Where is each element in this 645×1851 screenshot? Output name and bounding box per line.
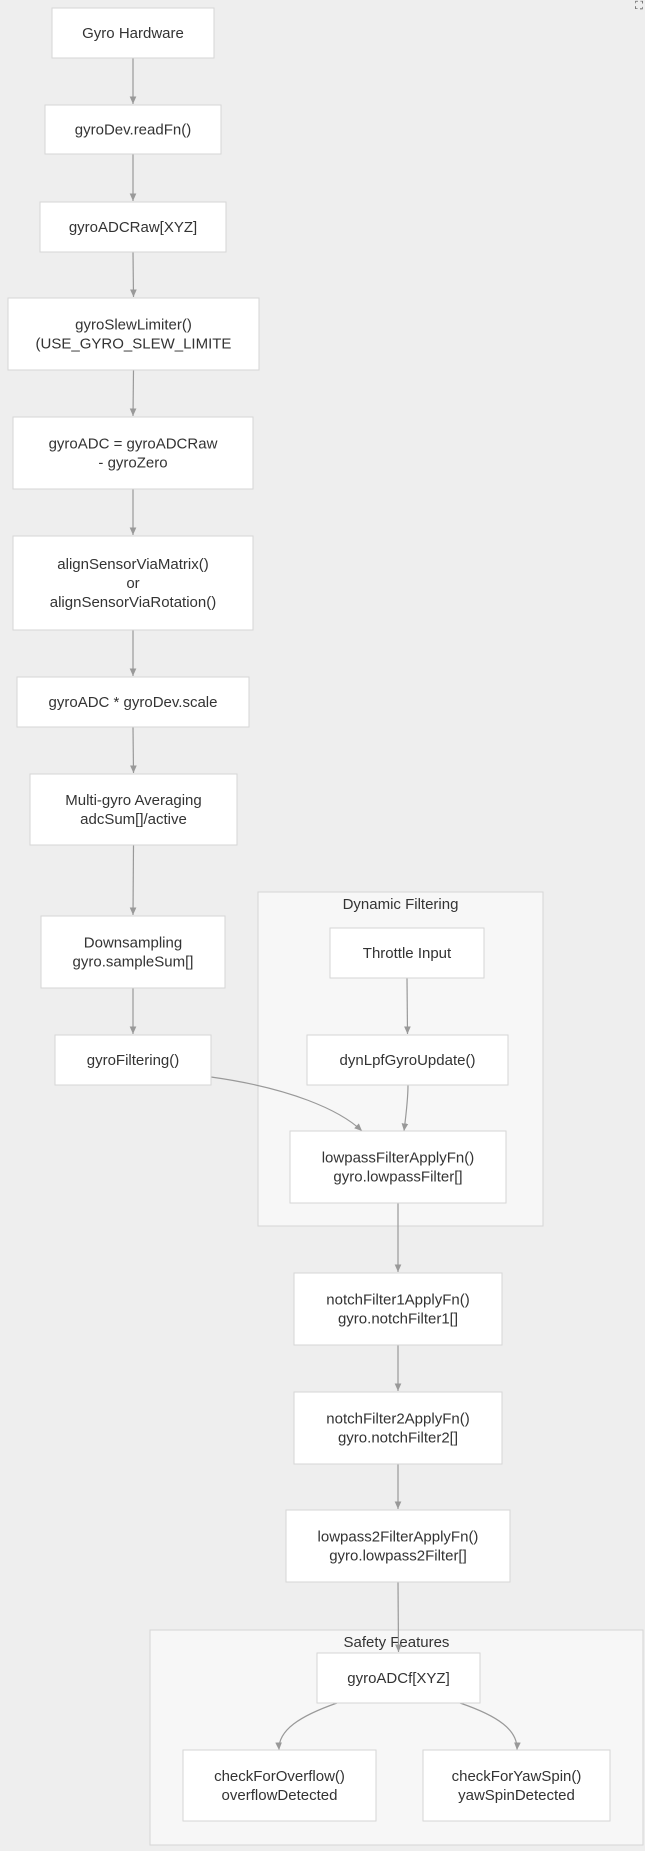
node-slew-limiter-label-0: gyroSlewLimiter() [75, 317, 192, 334]
node-throttle-input-label-0: Throttle Input [363, 945, 452, 962]
node-yaw-spin-label-0: checkForYawSpin() [452, 1768, 582, 1785]
node-downsampling-box [40, 915, 226, 989]
node-align-sensor-box [12, 535, 254, 631]
node-lowpass2-apply-label-0: lowpass2FilterApplyFn() [318, 1529, 479, 1546]
node-gyro-hardware-label-0: Gyro Hardware [82, 25, 184, 42]
node-gyro-filtering-box [54, 1034, 212, 1086]
node-notch1-apply-label-0: notchFilter1ApplyFn() [326, 1292, 469, 1309]
edge-gyro-filtering-to-lowpass-apply [210, 1076, 363, 1132]
node-lowpass2-apply-box [285, 1509, 511, 1583]
node-zero-subtract-label-1: - gyroZero [98, 455, 167, 472]
node-averaging-label-1: adcSum[]/active [80, 811, 187, 828]
node-overflow-label-0: checkForOverflow() [214, 1768, 345, 1785]
edge-averaging-to-downsampling [129, 844, 137, 916]
node-dyn-lpf-update: dynLpfGyroUpdate() [306, 1034, 509, 1086]
node-averaging-box [29, 773, 238, 846]
node-scale-label-0: gyroADC * gyroDev.scale [49, 694, 218, 711]
node-gyro-filtering: gyroFiltering() [54, 1034, 212, 1086]
cluster-safety-title: Safety Features [344, 1634, 450, 1651]
node-adc-raw: gyroADCRaw[XYZ] [39, 201, 227, 253]
node-notch2-apply-label-1: gyro.notchFilter2[] [338, 1430, 458, 1447]
node-averaging-label-0: Multi-gyro Averaging [65, 792, 201, 809]
node-notch2-apply: notchFilter2ApplyFn() gyro.notchFilter2[] [293, 1391, 503, 1465]
node-yaw-spin-box [422, 1749, 611, 1822]
node-overflow-label-1: overflowDetected [222, 1787, 338, 1804]
node-lowpass2-apply-label-1: gyro.lowpass2Filter[] [329, 1548, 467, 1565]
node-adcf-box [316, 1652, 481, 1704]
node-downsampling-label-0: Downsampling [84, 935, 182, 952]
node-lowpass-apply: lowpassFilterApplyFn() gyro.lowpassFilter… [289, 1130, 507, 1204]
node-zero-subtract-label-0: gyroADC = gyroADCRaw [49, 436, 218, 453]
edge-adcf-to-overflow [275, 1702, 338, 1751]
node-lowpass-apply-label-0: lowpassFilterApplyFn() [322, 1150, 475, 1167]
node-lowpass2-apply: lowpass2FilterApplyFn() gyro.lowpass2Filt… [285, 1509, 511, 1583]
node-align-sensor-label-2: alignSensorViaRotation() [50, 594, 217, 611]
edge-adcf-to-yaw-spin [459, 1702, 521, 1751]
node-adc-raw-box [39, 201, 227, 253]
node-scale: gyroADC * gyroDev.scale [16, 676, 250, 728]
node-notch1-apply: notchFilter1ApplyFn() gyro.notchFilter1[] [293, 1272, 503, 1346]
node-scale-box [16, 676, 250, 728]
node-align-sensor: alignSensorViaMatrix() or alignSensorViaRo… [12, 535, 254, 631]
edge-scale-to-averaging [130, 726, 137, 774]
node-yaw-spin: checkForYawSpin() yawSpinDetected [422, 1749, 611, 1822]
node-notch1-apply-box [293, 1272, 503, 1346]
node-overflow-box [182, 1749, 377, 1822]
node-notch1-apply-label-1: gyro.notchFilter1[] [338, 1311, 458, 1328]
node-overflow: checkForOverflow() overflowDetected [182, 1749, 377, 1822]
node-read-fn-label-0: gyroDev.readFn() [75, 122, 191, 139]
cluster-dynamic-title: Dynamic Filtering [343, 896, 459, 913]
node-notch2-apply-label-0: notchFilter2ApplyFn() [326, 1411, 469, 1428]
node-dyn-lpf-update-box [306, 1034, 509, 1086]
edge-adc-raw-to-slew-limiter [130, 251, 137, 298]
node-adc-raw-label-0: gyroADCRaw[XYZ] [69, 219, 197, 236]
node-gyro-filtering-label-0: gyroFiltering() [87, 1052, 180, 1069]
node-gyro-hardware: Gyro Hardware [51, 7, 215, 59]
node-align-sensor-label-1: or [126, 575, 139, 592]
node-align-sensor-label-0: alignSensorViaMatrix() [57, 556, 208, 573]
node-downsampling-label-1: gyro.sampleSum[] [73, 954, 194, 971]
node-slew-limiter-box [7, 297, 260, 371]
node-dyn-lpf-update-label-0: dynLpfGyroUpdate() [340, 1052, 476, 1069]
expand-icon[interactable]: ⛶ [635, 0, 643, 12]
node-yaw-spin-label-1: yawSpinDetected [458, 1787, 575, 1804]
edge-lowpass2-apply-to-adcf [395, 1581, 402, 1653]
edge-slew-limiter-to-zero-subtract [129, 369, 137, 417]
node-slew-limiter-label-1: (USE_GYRO_SLEW_LIMITE [36, 336, 232, 353]
node-notch2-apply-box [293, 1391, 503, 1465]
node-throttle-input-box [329, 927, 485, 979]
node-lowpass-apply-label-1: gyro.lowpassFilter[] [333, 1169, 462, 1186]
node-slew-limiter: gyroSlewLimiter() (USE_GYRO_SLEW_LIMITE [7, 297, 260, 371]
edge-dyn-lpf-update-to-lowpass-apply [401, 1084, 409, 1132]
node-gyro-hardware-box [51, 7, 215, 59]
node-read-fn-box [44, 104, 222, 155]
node-zero-subtract-box [12, 416, 254, 490]
node-zero-subtract: gyroADC = gyroADCRaw - gyroZero [12, 416, 254, 490]
node-averaging: Multi-gyro Averaging adcSum[]/active [29, 773, 238, 846]
node-adcf-label-0: gyroADCf[XYZ] [347, 1670, 450, 1687]
node-adcf: gyroADCf[XYZ] [316, 1652, 481, 1704]
node-downsampling: Downsampling gyro.sampleSum[] [40, 915, 226, 989]
edge-throttle-input-to-dyn-lpf-update [404, 977, 411, 1035]
node-read-fn: gyroDev.readFn() [44, 104, 222, 155]
node-lowpass-apply-box [289, 1130, 507, 1204]
node-throttle-input: Throttle Input [329, 927, 485, 979]
